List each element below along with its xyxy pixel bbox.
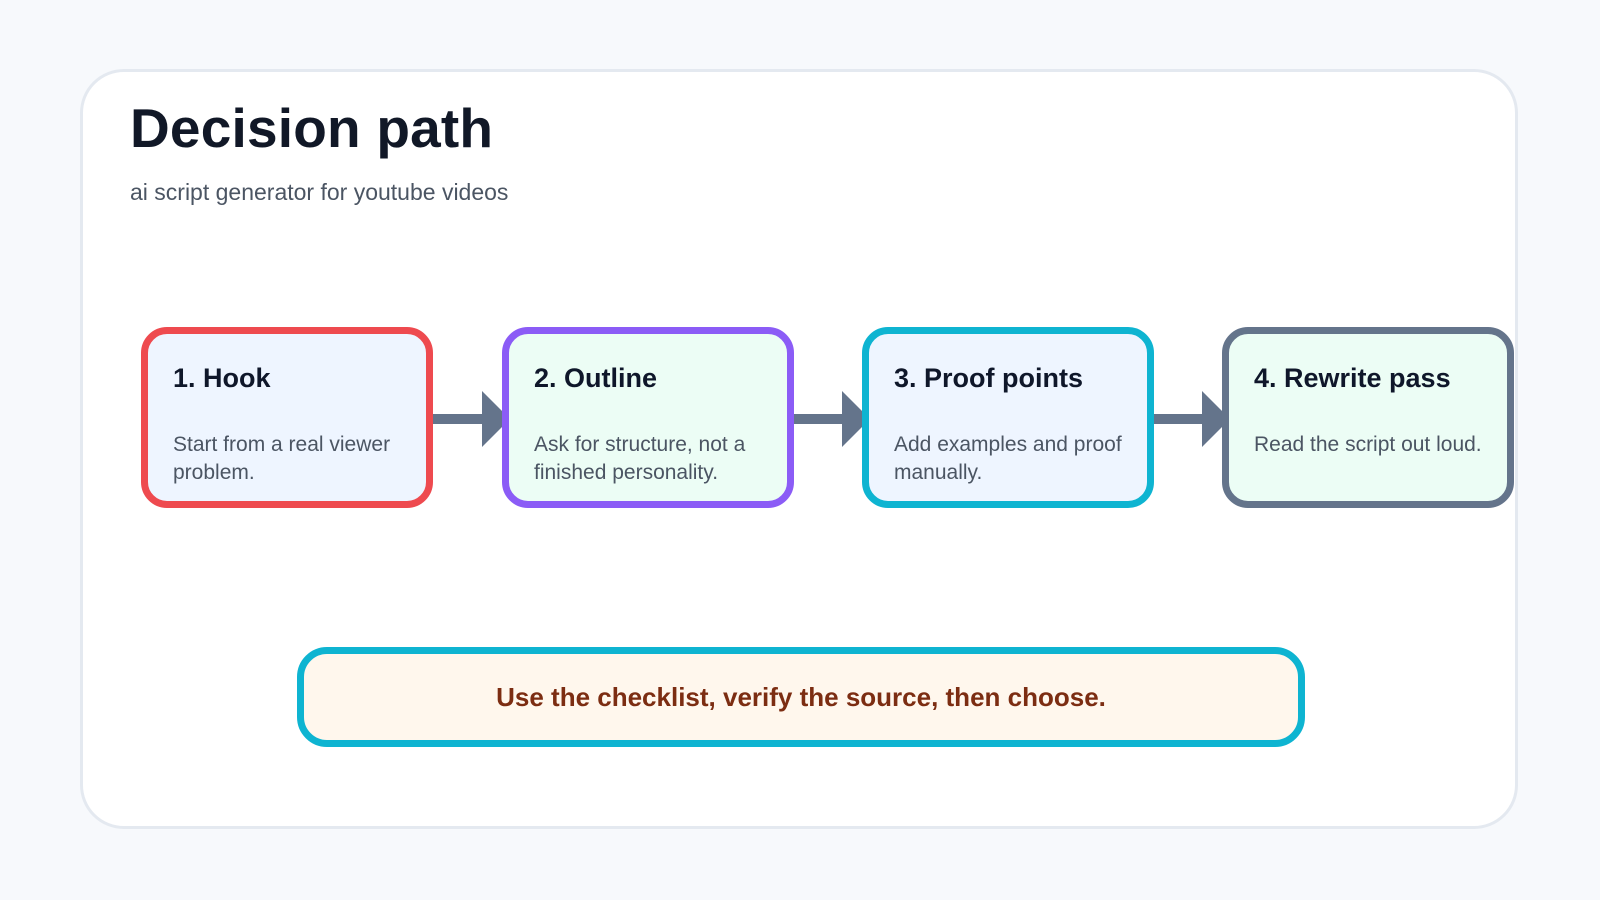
arrow-connector-2: [790, 391, 870, 447]
step-rewrite-pass: 4. Rewrite pass Read the script out loud…: [1222, 327, 1514, 508]
step-description: Read the script out loud.: [1254, 433, 1482, 456]
step-title: 4. Rewrite pass: [1254, 363, 1451, 393]
summary-callout: Use the checklist, verify the source, th…: [297, 647, 1305, 747]
step-description: Ask for structure, not a finished person…: [534, 433, 746, 484]
page-title: Decision path: [130, 97, 494, 159]
arrow-connector-3: [1150, 391, 1230, 447]
step-description: Add examples and proof manually.: [894, 433, 1122, 484]
step-title: 3. Proof points: [894, 363, 1083, 393]
page-subtitle: ai script generator for youtube videos: [130, 179, 509, 205]
arrow-connector-1: [430, 391, 510, 447]
step-title: 1. Hook: [173, 363, 271, 393]
step-hook: 1. Hook Start from a real viewer problem…: [141, 327, 433, 508]
step-description: Start from a real viewer problem.: [173, 433, 391, 484]
step-proof-points: 3. Proof points Add examples and proof m…: [862, 327, 1154, 508]
step-title: 2. Outline: [534, 363, 658, 393]
callout-text: Use the checklist, verify the source, th…: [496, 681, 1106, 712]
step-outline: 2. Outline Ask for structure, not a fini…: [502, 327, 794, 508]
